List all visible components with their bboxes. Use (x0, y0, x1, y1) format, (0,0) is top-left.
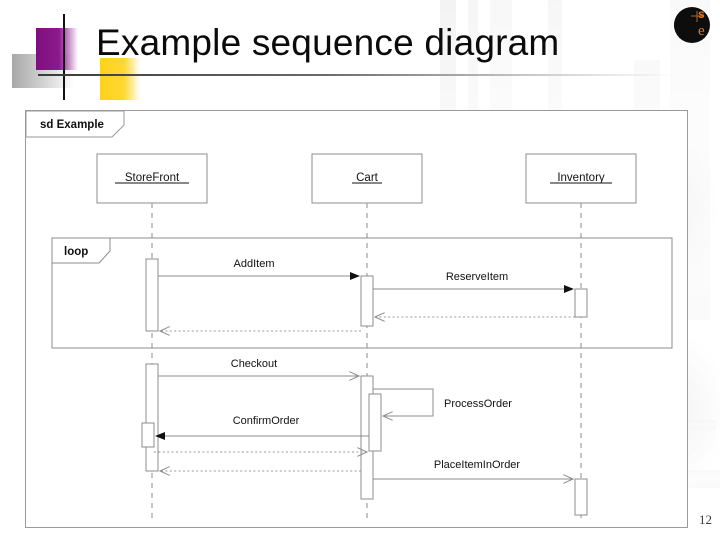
message-reserveitem[interactable]: ReserveItem (373, 271, 574, 293)
activation-cart-1 (360, 275, 374, 327)
lifeline-storefront[interactable]: StoreFront (96, 153, 208, 523)
logo-disc (674, 7, 710, 43)
message-checkout[interactable]: Checkout (158, 358, 359, 376)
activation-inventory-2 (574, 478, 588, 516)
message-placeiteminorder[interactable]: PlaceItemInOrder (373, 459, 573, 479)
activation-storefront-2 (145, 363, 159, 472)
purple-square (36, 28, 78, 70)
sequence-diagram: sd Example StoreFront Cart Inventory (25, 110, 688, 528)
header-decoration (0, 0, 210, 105)
fragment-label-loop: loop (64, 246, 88, 258)
logo-letter-e: e (698, 23, 705, 39)
message-additem[interactable]: AddItem (158, 258, 360, 280)
activation-storefront-1 (145, 258, 159, 332)
lifeline-label-cart: Cart (356, 172, 379, 184)
activation-inventory-1 (574, 288, 588, 318)
message-processorder[interactable]: ProcessOrder (373, 388, 512, 416)
fragment-loop[interactable]: loop (51, 237, 673, 349)
frame-label-tab: sd Example (26, 111, 125, 138)
horizontal-rule (38, 74, 673, 76)
page-number: 12 (699, 512, 712, 527)
frame-label: sd Example (40, 119, 104, 131)
se-logo: s e (668, 2, 714, 48)
lifeline-label-storefront: StoreFront (125, 172, 180, 184)
message-confirmorder[interactable]: ConfirmOrder (155, 415, 369, 440)
lifeline-cart[interactable]: Cart (311, 153, 423, 523)
activation-storefront-2-nested (141, 422, 155, 448)
activation-bars (141, 258, 588, 516)
yellow-square (100, 58, 140, 100)
message-label-checkout: Checkout (231, 358, 277, 370)
message-label-additem: AddItem (234, 258, 275, 270)
lifeline-inventory[interactable]: Inventory (525, 153, 637, 523)
message-label-reserveitem: ReserveItem (446, 271, 508, 283)
vertical-rule (63, 14, 65, 100)
activation-cart-2-nested (368, 393, 382, 452)
message-label-placeiteminorder: PlaceItemInOrder (434, 459, 521, 471)
page-title: Example sequence diagram (96, 22, 560, 63)
message-label-confirmorder: ConfirmOrder (233, 415, 300, 427)
logo-letter-s: s (698, 7, 705, 21)
message-label-processorder: ProcessOrder (444, 398, 512, 410)
lifeline-label-inventory: Inventory (557, 172, 605, 184)
